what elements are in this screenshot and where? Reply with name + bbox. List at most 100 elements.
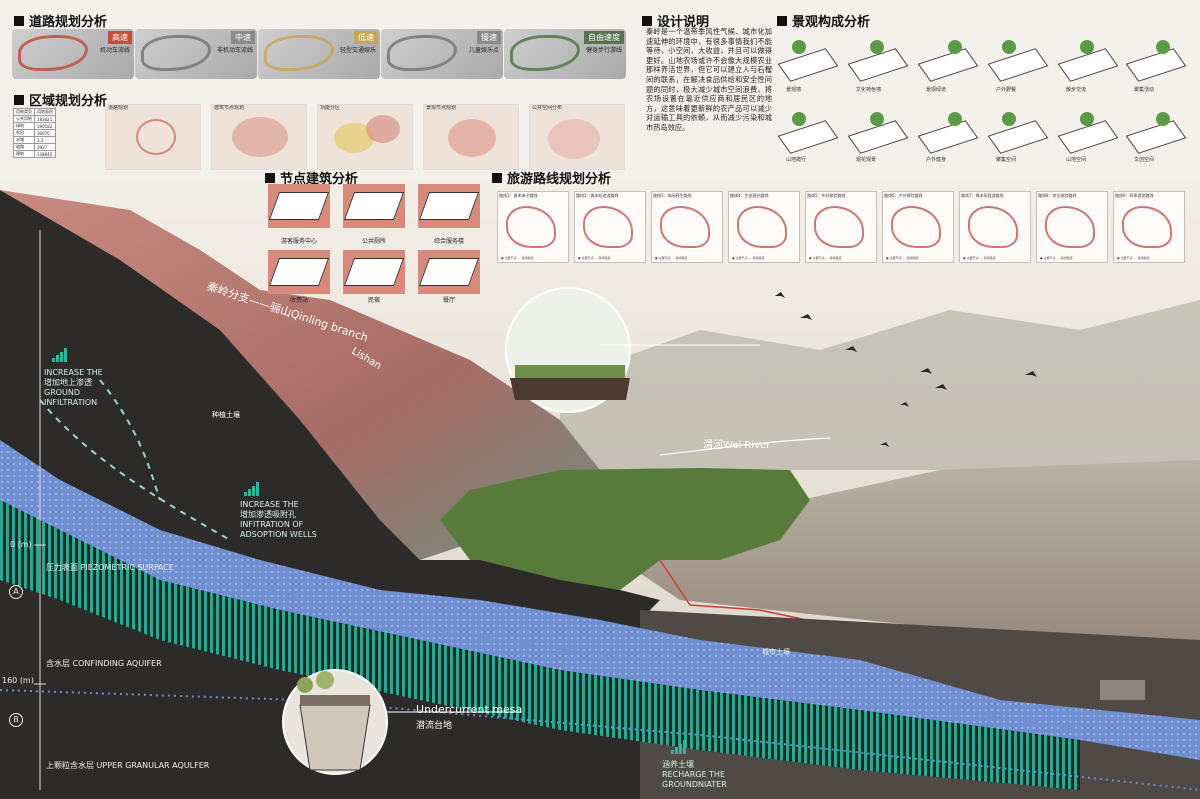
landscape-item	[847, 110, 909, 154]
route-legend: ● 主要节点 — 游线路径	[501, 256, 534, 260]
planting-soil-label: 种植土壤	[212, 411, 240, 419]
landscape-caption: 文创空间	[1134, 157, 1155, 163]
road-card-free: 自由速度 健身步行游线	[504, 29, 626, 79]
region-map-function: 功能分区	[317, 104, 413, 170]
region-map-public: 公共空间分布	[529, 104, 625, 170]
landscape-item	[847, 38, 909, 82]
building-icon	[343, 258, 405, 286]
piezometric-label: 压力表面 PIEZOMETRIC SURFACE	[46, 563, 174, 572]
region-shape	[548, 119, 600, 159]
header-square-icon	[777, 15, 787, 26]
building-caption: 游客服务中心	[280, 238, 317, 245]
road-path-icon	[510, 35, 580, 71]
route-path-icon	[737, 206, 787, 248]
road-speed-tag: 高速	[108, 31, 132, 44]
building-caption: 公共厕所	[361, 238, 386, 245]
landscape-item	[777, 110, 839, 154]
header-square-icon	[492, 172, 502, 183]
route-legend: ● 主要节点 — 游线路径	[732, 256, 765, 260]
building-service	[418, 184, 480, 228]
landscape-caption: 聚集空间	[996, 157, 1017, 163]
route-title: 路线9：四季游览路线	[1115, 193, 1154, 198]
route-title: 路线8：农业体验路线	[1038, 193, 1077, 198]
table-cell: 190182	[34, 122, 56, 130]
tree-icon	[1002, 40, 1016, 54]
building-visitor-center	[268, 184, 330, 228]
table-cell: 用地类型	[13, 108, 35, 116]
landscape-platform-icon	[987, 120, 1049, 154]
region-caption: 公共空间分布	[532, 105, 563, 111]
landscape-platform-icon	[987, 48, 1049, 82]
landscape-item	[987, 110, 1049, 154]
building-caption: 民宿	[367, 297, 380, 304]
region-shape	[448, 119, 496, 157]
road-speed-tag: 中速	[231, 31, 255, 44]
landscape-caption: 散步交流	[1066, 87, 1087, 93]
landscape-caption: 景观绿道	[926, 87, 947, 93]
route-path-icon	[506, 206, 556, 248]
table-row: 用地类型用地面积	[13, 108, 56, 116]
road-card-slow: 慢速 儿童娱乐点	[381, 29, 503, 79]
header-square-icon	[14, 94, 24, 105]
route-legend: ● 主要节点 — 游线路径	[1040, 256, 1073, 260]
tree-icon	[1002, 112, 1016, 126]
landscape-caption: 山地爬行	[786, 157, 807, 163]
landscape-item	[987, 38, 1049, 82]
label-line: INCREASE THE	[44, 368, 103, 377]
header-title: 节点建筑分析	[280, 172, 359, 187]
region-caption: 功能分区	[320, 105, 341, 111]
header-title: 道路规划分析	[29, 15, 108, 30]
building-icon	[343, 192, 405, 220]
table-cell: 3.2	[34, 136, 56, 144]
header-square-icon	[642, 15, 652, 26]
landscape-item	[1057, 110, 1119, 154]
road-caption: 儿童娱乐点	[468, 47, 499, 54]
route-path-icon	[968, 206, 1018, 248]
route-map-card: 路线5：乡村体验路线● 主要节点 — 游线路径	[805, 191, 877, 263]
route-planning-header: 旅游路线规划分析	[492, 168, 611, 187]
label-line: 增加地上渗透	[44, 378, 92, 387]
tree-icon	[870, 112, 884, 126]
label-line: 涵养土壤	[662, 760, 694, 769]
upper-granular-label: 上颗粒含水层 UPPER GRANULAR AQULFER	[46, 761, 210, 770]
label-line: INFITRATION OF ADSOPTION WELLS	[240, 520, 317, 539]
table-cell: 用地面积	[34, 108, 56, 116]
route-title: 路线6：户外探险路线	[884, 193, 923, 198]
tree-icon	[1080, 112, 1094, 126]
header-title: 景观构成分析	[792, 15, 871, 30]
landscape-platform-icon	[777, 120, 839, 154]
landscape-caption: 观花观景	[856, 157, 877, 163]
landscape-item	[777, 38, 839, 82]
road-card-medium: 中速 非机动车流线	[135, 29, 257, 79]
building-icon	[418, 192, 480, 220]
design-description: 秦岭是一个温带季风性气候、城市化加速延伸的环境中，有很多事情我们不能等待，小空间…	[646, 27, 772, 132]
increase-trend-icon	[244, 482, 262, 496]
header-square-icon	[265, 172, 275, 183]
road-caption: 机动车流线	[99, 47, 130, 54]
landscape-caption: 户外健身	[926, 157, 947, 163]
route-title: 路线4：生态观光路线	[730, 193, 769, 198]
route-legend: ● 主要节点 — 游线路径	[655, 256, 688, 260]
route-legend: ● 主要节点 — 游线路径	[963, 256, 996, 260]
building-restaurant	[418, 250, 480, 294]
building-caption: 综合服务楼	[433, 238, 464, 245]
tree-icon	[792, 112, 806, 126]
confining-aquifer-label: 含水层 CONFINDING AQUIFER	[46, 659, 162, 668]
region-shape	[232, 117, 288, 157]
landscape-item	[1057, 38, 1119, 82]
road-caption: 健身步行游线	[585, 47, 622, 54]
node-building-header: 节点建筑分析	[265, 168, 358, 187]
route-title: 路线7：周末家庭游路线	[961, 193, 1004, 198]
route-path-icon	[891, 206, 941, 248]
tree-icon	[1080, 40, 1094, 54]
header-square-icon	[14, 15, 24, 26]
building-toilet	[343, 184, 405, 228]
ground-infiltration-label: INCREASE THE 增加地上渗透 GROUND INFILTRATION	[44, 368, 134, 408]
landscape-platform-icon	[1125, 120, 1187, 154]
route-legend: ● 主要节点 — 游线路径	[578, 256, 611, 260]
route-map-card: 路线1：周末亲子路线● 主要节点 — 游线路径	[497, 191, 569, 263]
